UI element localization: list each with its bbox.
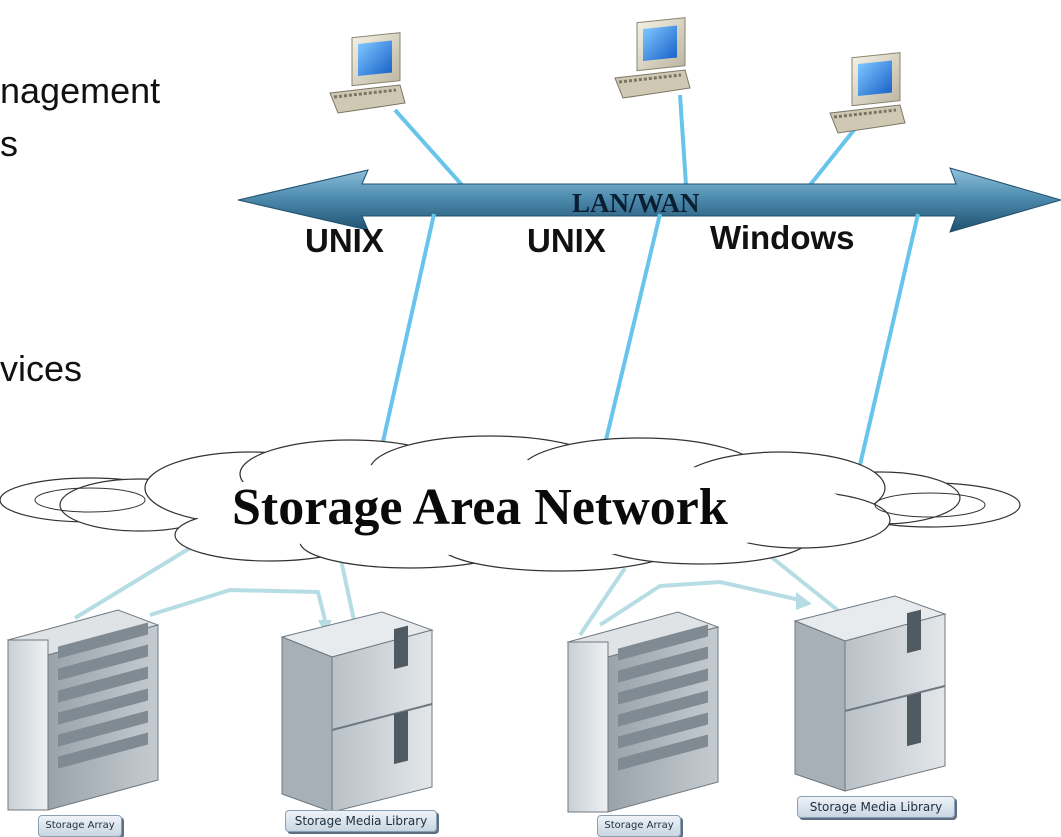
storage-array-icon <box>6 609 160 811</box>
host-os-label: UNIX <box>527 222 606 259</box>
host-lan-links <box>393 94 860 187</box>
san-storage-links <box>73 546 842 637</box>
device-label: Storage Array <box>597 815 681 837</box>
san-cloud-core <box>190 460 850 556</box>
storage-array-icon <box>566 611 720 813</box>
device-label: Storage Array <box>38 815 122 837</box>
bullet-text-1: nagement <box>0 70 161 111</box>
unix2-san-link <box>598 213 662 466</box>
computer-icon <box>329 32 406 114</box>
media-library-icon <box>280 611 434 813</box>
device-label: Storage Media Library <box>797 796 955 818</box>
computer-icon <box>829 52 906 134</box>
array1-link <box>73 546 192 620</box>
lan-wan-label: LAN/WAN <box>572 188 700 218</box>
host3-lan-link <box>808 123 860 187</box>
computer-icon <box>614 17 691 99</box>
host1-lan-link <box>393 108 464 187</box>
bullet-text-3: vices <box>0 348 83 389</box>
device-label: Storage Media Library <box>285 810 437 832</box>
cloud-swirl <box>874 492 986 518</box>
array1-library1-path <box>149 588 327 621</box>
arrow-head-icon <box>796 592 812 610</box>
library2-link <box>758 546 842 614</box>
library1-link <box>338 554 357 626</box>
array2-link <box>578 566 627 637</box>
host-os-label: Windows <box>710 219 855 256</box>
cloud-swirl <box>34 487 146 513</box>
host-san-links <box>378 213 920 466</box>
array2-library2-path <box>598 580 801 627</box>
media-library-icon <box>793 595 947 792</box>
host2-lan-link <box>678 94 688 186</box>
san-label: Storage Area Network <box>232 479 728 536</box>
windows-san-link <box>858 213 920 466</box>
unix1-san-link <box>378 213 436 456</box>
host-os-label: UNIX <box>305 222 384 259</box>
bullet-text-2: s <box>0 123 18 164</box>
lan-wan-arrow <box>237 167 1061 233</box>
